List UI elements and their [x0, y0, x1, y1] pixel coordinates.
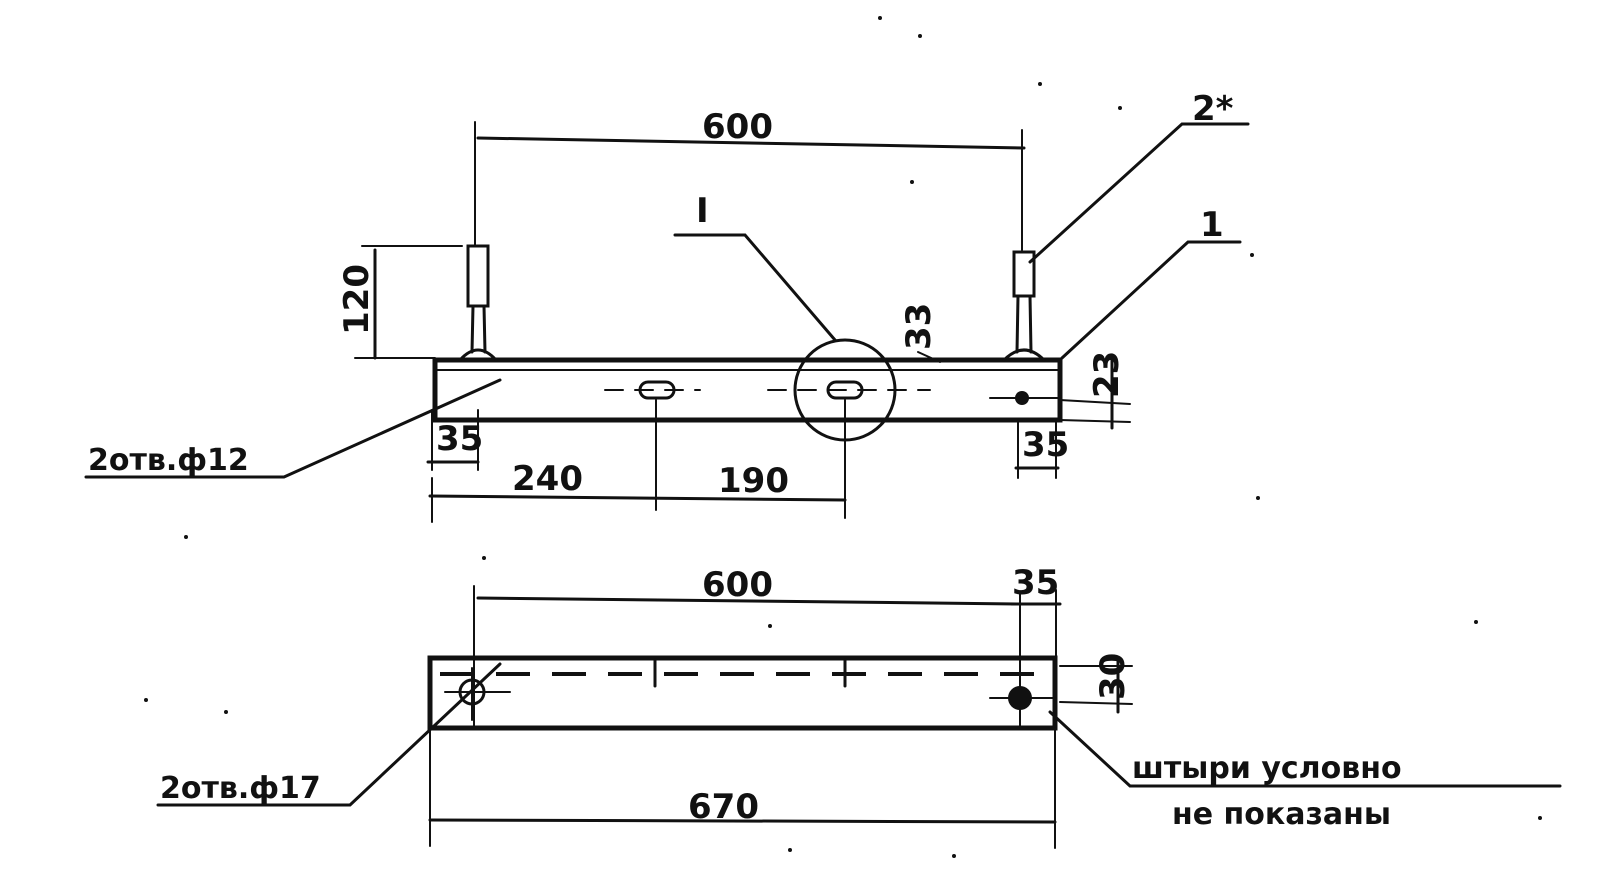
bottom-view: 600 35 30 670 2отв.ф17 штыри условно не … — [156, 563, 1562, 849]
leader-pos2 — [1028, 122, 1250, 264]
dim-23: 23 — [1087, 351, 1127, 398]
right-pin — [1002, 250, 1046, 362]
detail-leader — [673, 233, 837, 342]
note-pins-line2: не показаны — [1172, 797, 1391, 832]
note-holes-12: 2отв.ф12 — [88, 443, 249, 478]
dim-bottom-30: 30 — [1093, 653, 1133, 700]
dim-right-35: 35 — [1022, 425, 1069, 465]
leader-holes-17 — [156, 662, 502, 807]
leader-pins-note — [1048, 710, 1562, 788]
top-view: I 600 120 35 35 240 190 33 — [84, 89, 1250, 523]
dim-bottom-670: 670 — [688, 787, 759, 827]
scan-specks — [144, 16, 1542, 858]
callout-pos1: 1 — [1200, 205, 1224, 245]
left-pin — [458, 244, 498, 362]
dim-left-35: 35 — [436, 419, 483, 459]
dim-bottom-600: 600 — [702, 565, 773, 605]
dim-190: 190 — [718, 461, 789, 501]
dim-240: 240 — [512, 459, 583, 499]
dim-top-600: 600 — [702, 107, 773, 147]
callout-pos2: 2* — [1192, 89, 1234, 129]
leader-pos1 — [1060, 240, 1242, 360]
leader-holes-12 — [84, 378, 502, 479]
bottom-beam — [427, 655, 1058, 731]
note-holes-17: 2отв.ф17 — [160, 771, 321, 806]
dim-bottom-35: 35 — [1012, 563, 1059, 603]
callout-detail: I — [696, 191, 709, 231]
dim-33: 33 — [899, 303, 939, 350]
top-beam — [432, 357, 1063, 423]
dim-height-120: 120 — [337, 264, 377, 335]
note-pins-line1: штыри условно — [1132, 751, 1402, 786]
